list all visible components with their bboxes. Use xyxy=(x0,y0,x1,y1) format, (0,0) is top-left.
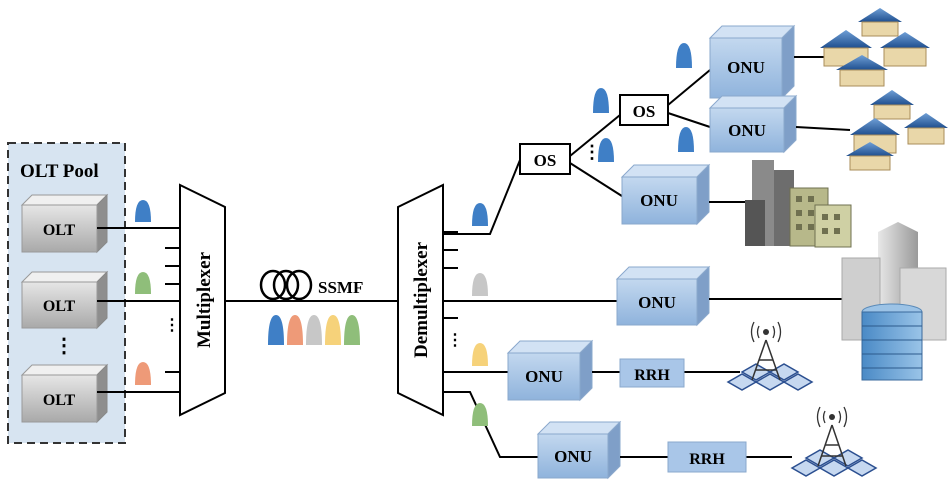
onu-4: ONU xyxy=(615,265,711,327)
olt-label: OLT xyxy=(43,392,76,409)
onu-label: ONU xyxy=(525,367,563,386)
olt-label: OLT xyxy=(43,298,76,315)
wavelength-pulse-yellow xyxy=(472,343,488,366)
multiplexer-label: Multiplexer xyxy=(194,251,215,348)
ssmf-label: SSMF xyxy=(318,278,363,297)
multiplexer-ellipsis: ⋮ xyxy=(164,317,180,334)
cell-tower-icon xyxy=(790,406,878,477)
onu-label: ONU xyxy=(728,121,766,140)
demux-output-links xyxy=(443,159,617,458)
onu-1: ONU xyxy=(708,24,796,100)
residential-houses-icon xyxy=(820,8,948,171)
olt-mux-links xyxy=(97,227,182,393)
olt-1: OLT xyxy=(20,193,109,254)
demultiplexer-ellipsis: ⋮ xyxy=(447,332,463,349)
rrh-2: RRH xyxy=(667,441,747,473)
olt-pool-title: OLT Pool xyxy=(20,161,99,182)
onu-endpoint-links xyxy=(592,56,851,458)
os-ellipsis: ⋮ xyxy=(583,142,601,162)
onu-label: ONU xyxy=(638,293,676,312)
wavelength-pulse-blue xyxy=(135,200,151,222)
os-links xyxy=(569,69,711,199)
onu-3: ONU xyxy=(620,163,711,226)
olt-3: OLT xyxy=(20,363,109,424)
wdm-spectrum-icon xyxy=(268,315,360,345)
cell-tower-icon xyxy=(726,321,814,391)
multiplexer: ⋮ Multiplexer xyxy=(164,183,226,417)
olt-2: OLT xyxy=(20,270,109,330)
optical-switch-1 xyxy=(519,143,571,175)
demultiplexer-label: Demultiplexer xyxy=(411,241,432,358)
wavelength-pulse-orange xyxy=(135,362,151,385)
onu-6: ONU xyxy=(536,420,622,480)
wavelength-pulse-blue xyxy=(472,203,488,226)
wavelength-pulse-green xyxy=(472,403,488,426)
wavelength-pulse-blue xyxy=(678,127,694,152)
onu-2: ONU xyxy=(708,94,798,154)
wavelength-pulse-blue xyxy=(593,88,609,113)
onu-label: ONU xyxy=(554,447,592,466)
olt-ellipsis: ⋮ xyxy=(54,335,74,357)
office-tower-icon xyxy=(841,222,947,381)
olt-label: OLT xyxy=(43,222,76,239)
onu-5: ONU xyxy=(506,339,594,402)
optical-switch-2 xyxy=(619,94,669,126)
wavelength-pulse-green xyxy=(135,272,151,294)
demultiplexer: ⋮ Demultiplexer xyxy=(397,183,463,417)
fiber-coil-icon xyxy=(259,269,313,301)
business-buildings-icon xyxy=(745,160,852,248)
wavelength-pulse-gray xyxy=(472,273,488,296)
os-label: OS xyxy=(534,151,557,170)
wavelength-pulse-blue xyxy=(598,138,614,162)
os-label: OS xyxy=(633,102,656,121)
rrh-label: RRH xyxy=(634,367,670,384)
rrh-1: RRH xyxy=(619,358,685,388)
onu-label: ONU xyxy=(727,58,765,77)
onu-label: ONU xyxy=(640,191,678,210)
wavelength-pulse-blue xyxy=(676,43,692,68)
rrh-label: RRH xyxy=(689,451,725,468)
